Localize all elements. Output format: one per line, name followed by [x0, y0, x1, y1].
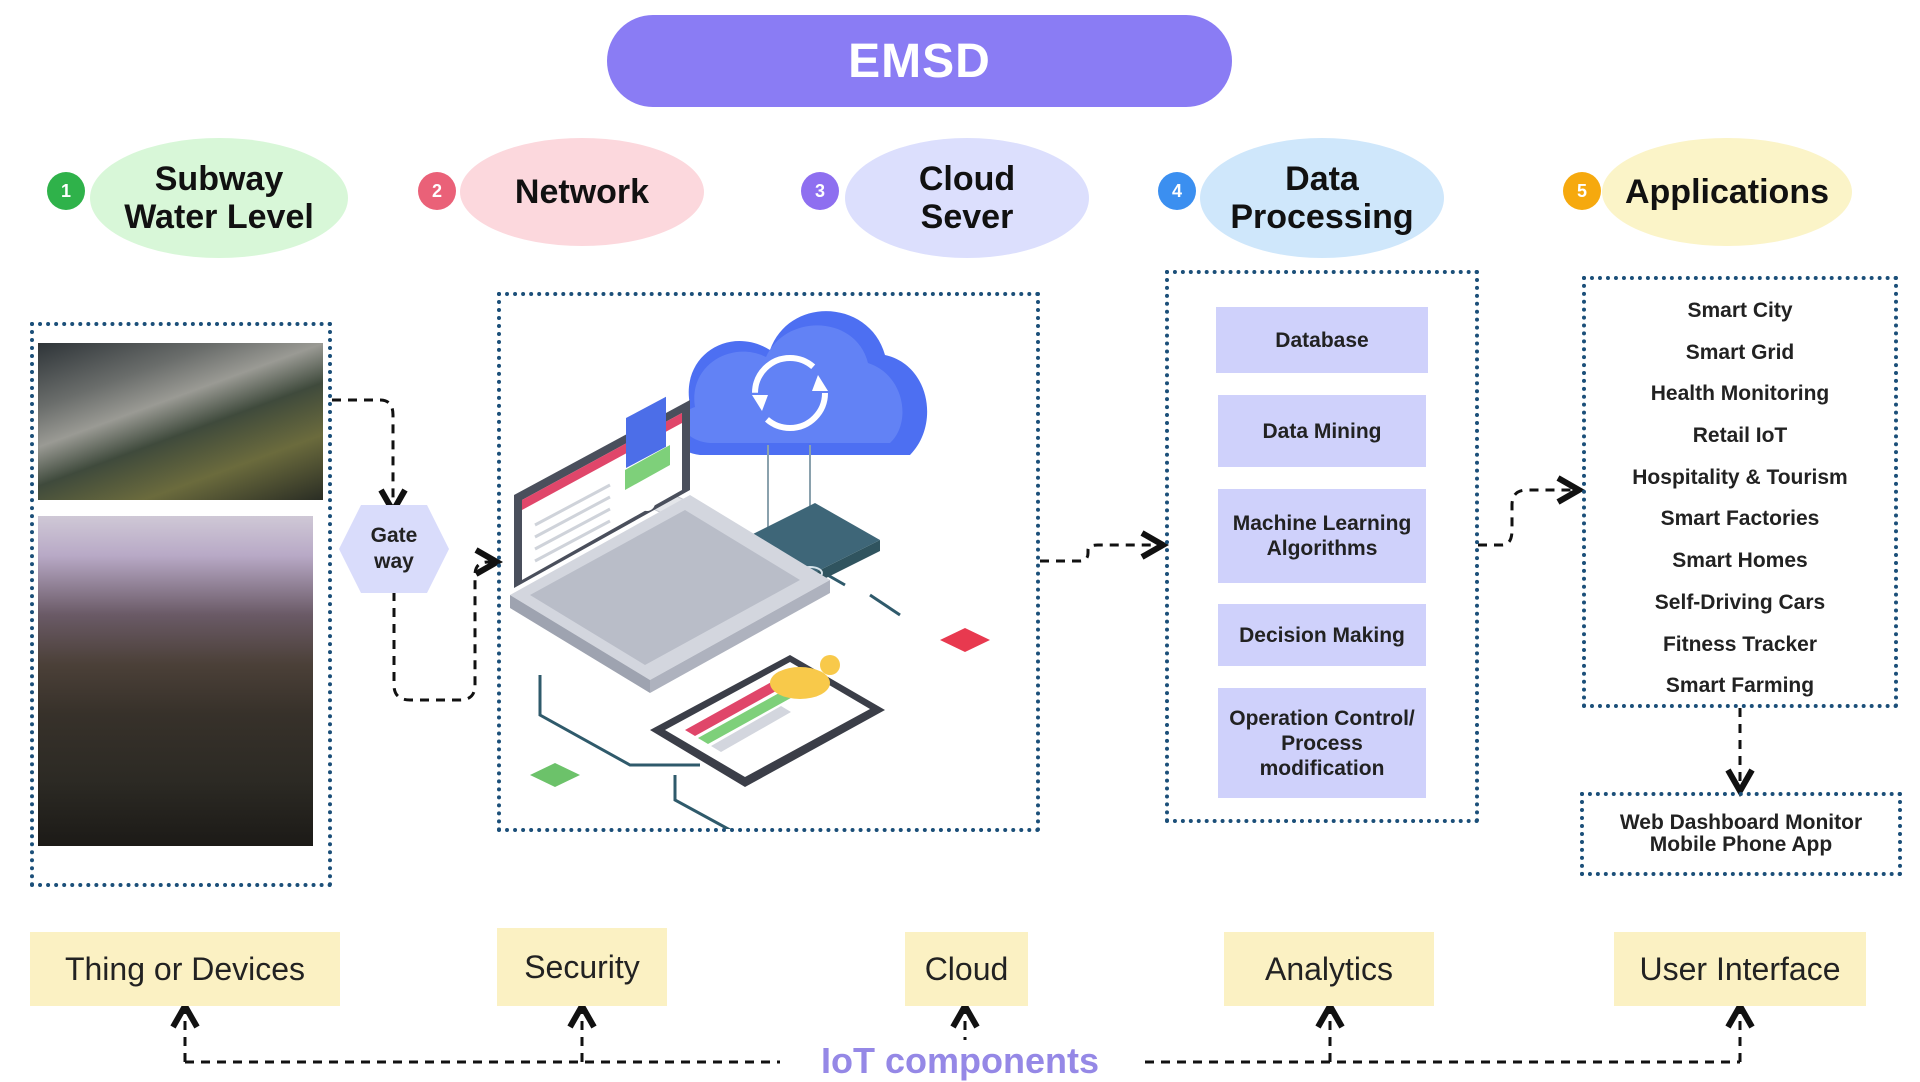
- stage-4-line2: Processing: [1230, 198, 1414, 236]
- stage-2-badge: 2: [418, 172, 456, 210]
- stage-1-line2: Water Level: [124, 198, 314, 236]
- arrow-processing-to-applications: [1478, 490, 1576, 547]
- component-cloud: Cloud: [905, 932, 1028, 1006]
- component-user-interface: User Interface: [1614, 932, 1866, 1006]
- process-database: Database: [1216, 307, 1428, 373]
- stage-5-line1: Applications: [1624, 173, 1830, 211]
- stage-3-line2: Sever: [920, 198, 1014, 236]
- process-operation-control: Operation Control/ Process modification: [1218, 688, 1426, 798]
- gateway-node: Gate way: [339, 505, 449, 593]
- circuit-line: [538, 675, 700, 767]
- flooded-tunnel-photo: [38, 343, 323, 500]
- green-cube-icon: [530, 763, 580, 787]
- process-data-mining: Data Mining: [1218, 395, 1426, 467]
- devices-photo-frame: [30, 322, 332, 887]
- app-item: Health Monitoring: [1650, 382, 1830, 406]
- app-item: Smart Homes: [1672, 549, 1808, 573]
- component-analytics: Analytics: [1224, 932, 1434, 1006]
- gateway-line1: Gate: [370, 524, 418, 547]
- stage-4-badge: 4: [1158, 172, 1196, 210]
- stage-5-ellipse: Applications: [1602, 138, 1852, 246]
- laptop-cloud-phone-illustration: [510, 311, 990, 829]
- app-item: Smart Grid: [1685, 340, 1795, 364]
- arrow-photos-to-gateway: [332, 398, 393, 508]
- app-item: Retail IoT: [1692, 424, 1788, 448]
- stage-2-ellipse: Network: [460, 138, 704, 246]
- flooded-subway-passage-photo: [38, 516, 313, 846]
- arrow-network-to-processing: [1040, 545, 1160, 563]
- stage-1-line1: Subway: [154, 160, 284, 198]
- title-pill: EMSD: [607, 15, 1232, 107]
- stage-2-line1: Network: [514, 173, 650, 211]
- red-cube-icon: [940, 628, 990, 652]
- component-security: Security: [497, 928, 667, 1006]
- app-item: Fitness Tracker: [1662, 632, 1818, 656]
- app-item: Smart Farming: [1665, 674, 1815, 698]
- data-processing-frame: [1165, 270, 1479, 823]
- network-cloud-frame: [497, 292, 1040, 832]
- app-item: Smart Factories: [1660, 507, 1820, 531]
- gateway-line2: way: [374, 550, 414, 573]
- process-machine-learning: Machine Learning Algorithms: [1218, 489, 1426, 583]
- app-item: Smart City: [1687, 299, 1793, 322]
- stage-3-badge: 3: [801, 172, 839, 210]
- laptop-icon: [510, 396, 830, 693]
- phone-icon: [650, 655, 885, 787]
- circuit-line: [869, 593, 901, 617]
- iot-components-label: IoT components: [780, 1040, 1140, 1082]
- app-item: Self-Driving Cars: [1654, 590, 1826, 614]
- applications-frame: Smart City Smart Grid Health Monitoring …: [1582, 276, 1898, 708]
- component-things-devices: Thing or Devices: [30, 932, 340, 1006]
- cloud-icon: [668, 311, 928, 455]
- ui-web-dashboard: Web Dashboard Monitor: [1619, 811, 1863, 834]
- stage-3-line1: Cloud: [918, 160, 1016, 198]
- stage-1-badge: 1: [47, 172, 85, 210]
- ui-mobile-app: Mobile Phone App: [1649, 833, 1833, 856]
- circuit-line: [673, 775, 731, 829]
- app-item: Hospitality & Tourism: [1632, 465, 1848, 489]
- stage-4-line1: Data: [1285, 160, 1359, 198]
- process-decision-making: Decision Making: [1218, 604, 1426, 666]
- stage-5-badge: 5: [1563, 172, 1601, 210]
